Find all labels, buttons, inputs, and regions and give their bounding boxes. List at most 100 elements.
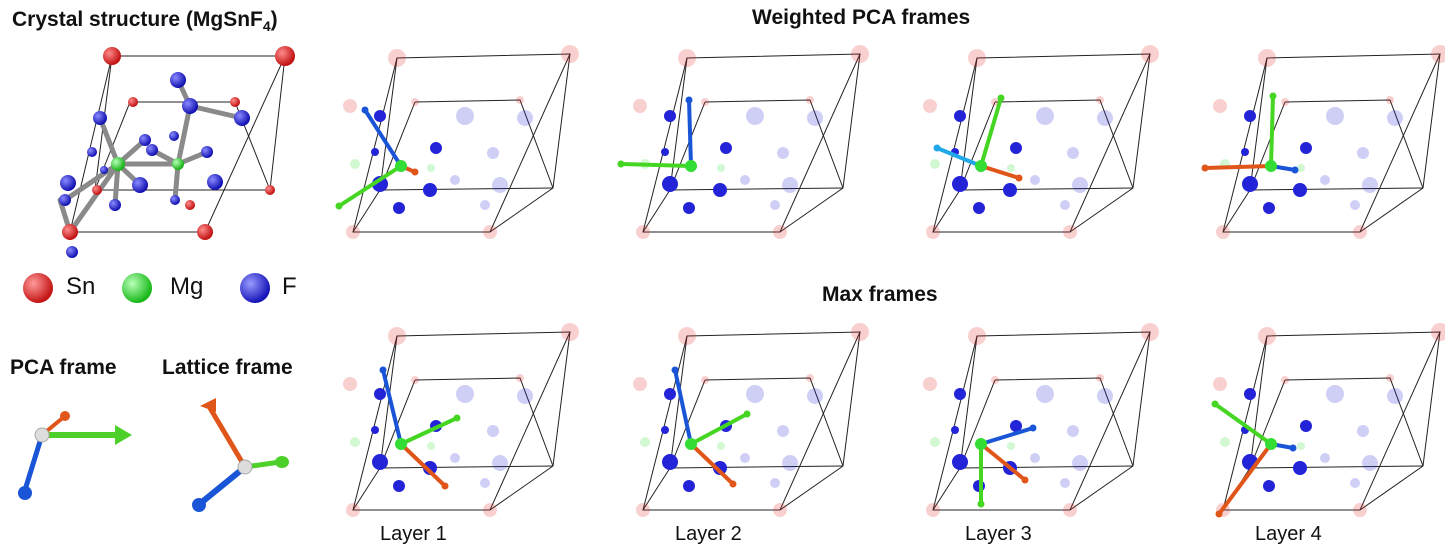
frame-axis-1 xyxy=(381,369,403,445)
faint-atom xyxy=(1141,45,1159,63)
f-atom xyxy=(664,388,676,400)
legend-f-label: F xyxy=(282,273,297,300)
faint-atom xyxy=(1216,225,1230,239)
faint-atom xyxy=(1097,110,1113,126)
f-atom xyxy=(372,454,388,470)
layer-2-label: Layer 2 xyxy=(675,523,742,545)
f-atom xyxy=(1244,110,1256,122)
faint-atom xyxy=(930,437,940,447)
f-atom xyxy=(951,426,959,434)
frame-axis-tip xyxy=(1269,92,1277,100)
faint-atom xyxy=(388,49,406,67)
faint-atom xyxy=(1320,175,1330,185)
faint-atom xyxy=(1141,323,1159,341)
f-atom xyxy=(661,426,669,434)
faint-atom xyxy=(1067,147,1079,159)
lattice-frame-diagram xyxy=(192,398,289,512)
cell-edges xyxy=(1222,331,1441,511)
frame-axis-tip xyxy=(685,96,693,104)
frame-axis-3 xyxy=(979,442,1027,482)
faint-atom xyxy=(717,164,725,172)
faint-atom xyxy=(926,225,940,239)
frame-axis-tip xyxy=(1215,510,1223,518)
frame-axis-1 xyxy=(363,108,403,168)
legend-sn-label: Sn xyxy=(66,273,96,300)
cell-edges xyxy=(352,331,571,511)
frame-axis-tip xyxy=(361,106,369,114)
faint-atom xyxy=(1063,503,1077,517)
cell-edges xyxy=(932,331,1151,511)
faint-atom xyxy=(1258,49,1276,67)
faint-atom xyxy=(450,175,460,185)
lattice-green-tip xyxy=(275,456,289,468)
faint-atom xyxy=(1387,110,1403,126)
f-atom xyxy=(954,388,966,400)
frame-axis-2 xyxy=(690,412,748,446)
faint-atom xyxy=(807,388,823,404)
frame-axis-3 xyxy=(689,442,735,486)
lattice-frame-title: Lattice frame xyxy=(162,356,293,379)
crystal-title-close: ) xyxy=(270,8,278,31)
faint-atom xyxy=(1213,99,1227,113)
f-atom xyxy=(371,148,379,156)
faint-atom xyxy=(678,49,696,67)
f-atom xyxy=(713,461,727,475)
faint-atom xyxy=(740,175,750,185)
frame-panel-weighted-3 xyxy=(923,45,1159,239)
frame-axis-tip xyxy=(617,160,625,168)
pca-frame-diagram xyxy=(18,411,132,500)
faint-atom xyxy=(492,455,508,471)
faint-atom xyxy=(427,442,435,450)
faint-atom xyxy=(930,159,940,169)
faint-atom xyxy=(678,327,696,345)
faint-atom xyxy=(1350,200,1360,210)
crystal-title-subscript: 4 xyxy=(262,18,271,35)
weighted-pca-title: Weighted PCA frames xyxy=(752,6,971,29)
mg-origin-atom xyxy=(1265,160,1277,172)
faint-atom xyxy=(640,437,650,447)
faint-atom xyxy=(1326,107,1344,125)
frame-axis-tip xyxy=(1021,476,1029,484)
faint-atom xyxy=(343,377,357,391)
f-atom xyxy=(683,202,695,214)
frame-axis-1 xyxy=(687,99,693,167)
mg-origin-atom xyxy=(395,438,407,450)
faint-atom xyxy=(968,327,986,345)
faint-atom xyxy=(1097,388,1113,404)
frame-axis-1 xyxy=(979,97,1003,167)
frame-axis-tip xyxy=(933,144,941,152)
faint-atom xyxy=(923,99,937,113)
faint-atom xyxy=(926,503,940,517)
faint-atom xyxy=(411,98,419,106)
faint-atom xyxy=(1007,164,1015,172)
mg-origin-atom xyxy=(395,160,407,172)
f-atom xyxy=(393,202,405,214)
faint-atom xyxy=(633,99,647,113)
faint-atom xyxy=(350,159,360,169)
frame-axis-tip xyxy=(1289,444,1297,452)
mg-origin-atom xyxy=(975,438,987,450)
faint-atom xyxy=(1297,164,1305,172)
frame-panel-weighted-1 xyxy=(335,45,579,239)
faint-atom xyxy=(516,96,524,104)
f-atom xyxy=(661,148,669,156)
faint-atom xyxy=(1297,442,1305,450)
frame-axis-3 xyxy=(980,164,1020,180)
f-atom xyxy=(374,388,386,400)
faint-atom xyxy=(1281,98,1289,106)
faint-atom xyxy=(806,96,814,104)
f-atom xyxy=(713,183,727,197)
crystal-structure-title: Crystal structure (MgSnF4) xyxy=(12,8,278,34)
f-atom xyxy=(393,480,405,492)
frame-axis-2 xyxy=(1204,164,1272,170)
frame-axis-tip xyxy=(411,168,419,176)
frame-axis-1 xyxy=(980,426,1034,446)
cell-edges xyxy=(642,331,861,511)
lattice-orange-arrowhead xyxy=(200,398,216,412)
pca-origin xyxy=(34,427,50,443)
f-atom xyxy=(423,183,437,197)
faint-atom xyxy=(746,385,764,403)
frame-axis-tip xyxy=(997,94,1005,102)
faint-atom xyxy=(717,442,725,450)
faint-atom xyxy=(483,225,497,239)
